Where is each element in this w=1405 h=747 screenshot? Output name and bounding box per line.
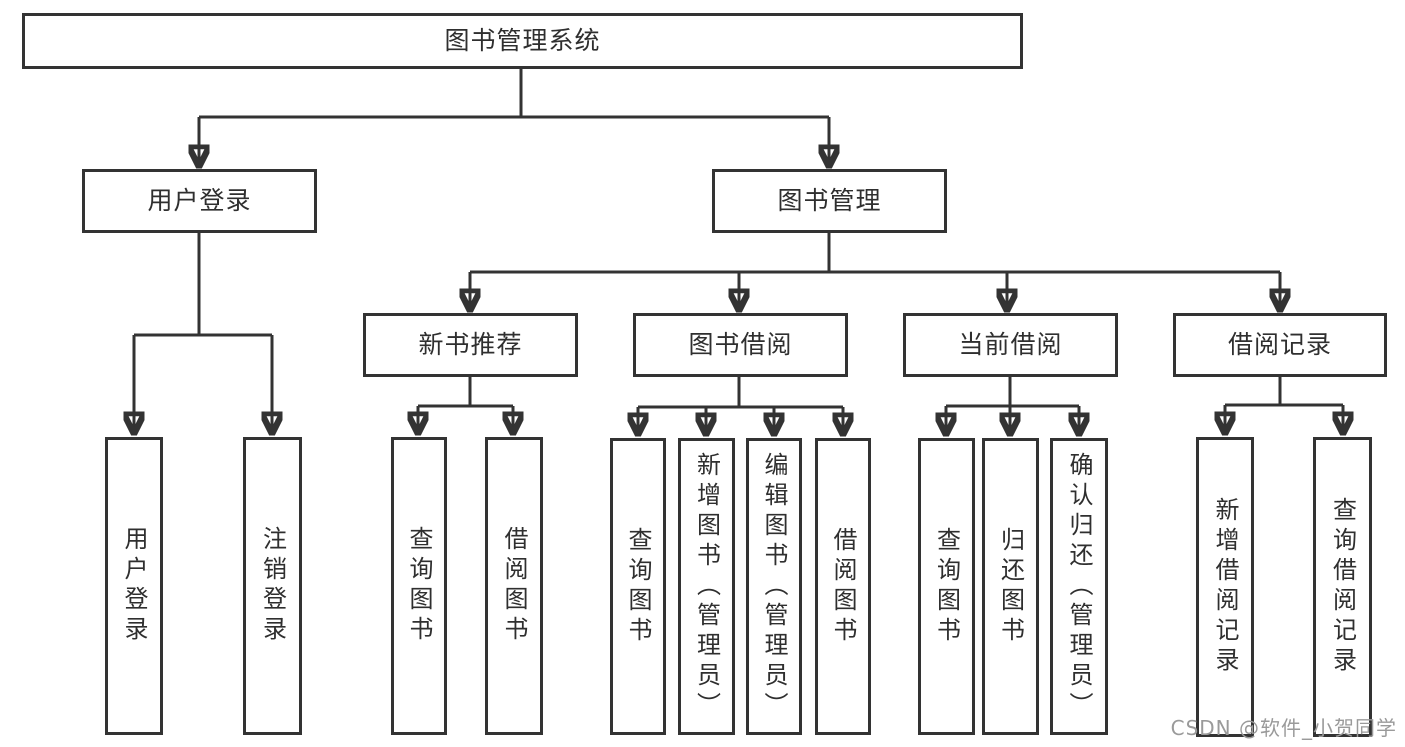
edge-current-borrow-trunk: [946, 377, 1079, 408]
edges-book-mgmt: [470, 233, 1280, 310]
edge-root-trunk: [199, 69, 829, 119]
node-new-book-recommendation: 新书推荐: [363, 313, 578, 377]
leaf-query-book-under-recommendation: 查询图书: [391, 437, 447, 735]
leaf-add-borrow-record: 新增借阅记录: [1196, 437, 1254, 737]
leaf-query-book-under-current: 查询图书: [918, 438, 975, 735]
leaf-query-book-under-borrowing: 查询图书: [610, 438, 666, 735]
leaf-add-book-admin: 新增图书（管理员）: [678, 438, 735, 735]
edges-root-level: [199, 69, 829, 166]
leaf-confirm-return-admin: 确认归还（管理员）: [1050, 438, 1108, 735]
leaf-logout: 注销登录: [243, 437, 302, 735]
edge-book-mgmt-trunk: [470, 233, 1280, 274]
node-borrowing-records: 借阅记录: [1173, 313, 1387, 377]
leaf-borrow-book-under-recommendation: 借阅图书: [485, 437, 543, 735]
leaf-user-login: 用户登录: [105, 437, 163, 735]
leaf-query-borrow-record: 查询借阅记录: [1313, 437, 1372, 737]
edge-borrow-record-trunk: [1225, 377, 1343, 407]
node-book-borrowing: 图书借阅: [633, 313, 848, 377]
edges-user-login: [134, 233, 272, 433]
leaf-borrow-book-under-borrowing: 借阅图书: [815, 438, 871, 735]
leaf-return-book: 归还图书: [982, 438, 1039, 735]
edge-user-login-trunk: [134, 233, 272, 337]
edges-current-borrow: [946, 377, 1079, 434]
node-current-borrowing: 当前借阅: [903, 313, 1118, 377]
leaf-edit-book-admin: 编辑图书（管理员）: [746, 438, 802, 735]
edges-borrow-record: [1225, 377, 1343, 433]
edge-new-book-rec-trunk: [418, 377, 513, 408]
csdn-watermark: CSDN @软件_小贺同学: [1170, 716, 1397, 740]
node-book-management: 图书管理: [712, 169, 947, 233]
edges-book-borrow: [638, 377, 843, 434]
edge-book-borrow-trunk: [638, 377, 843, 409]
edges-new-book-rec: [418, 377, 513, 433]
node-user-login: 用户登录: [82, 169, 317, 233]
node-library-management-system: 图书管理系统: [22, 13, 1023, 69]
